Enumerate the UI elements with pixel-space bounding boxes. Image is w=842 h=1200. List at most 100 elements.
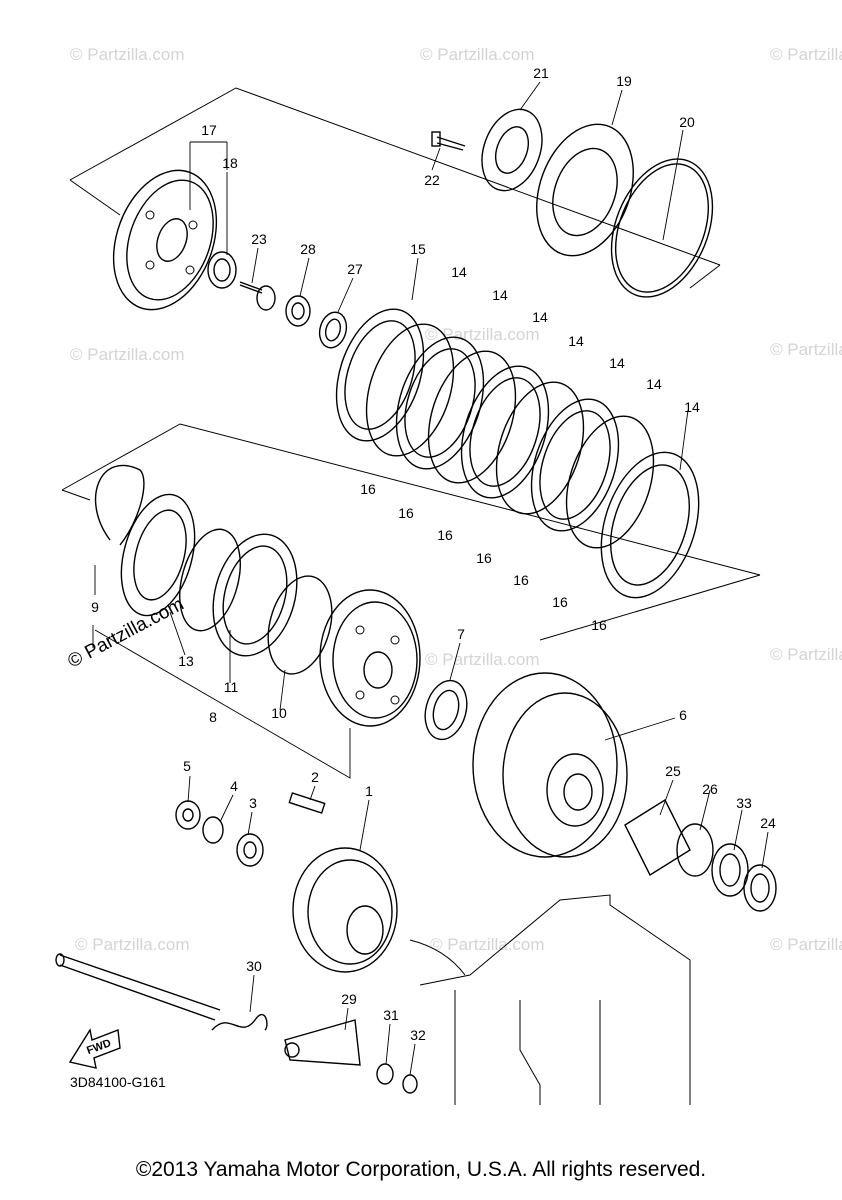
watermark: © Partzilla.com [420, 45, 535, 64]
lower-group-frame [61, 489, 91, 501]
callout-16: 16 [437, 527, 453, 543]
callout-9: 9 [91, 599, 99, 615]
diagram-code: 3D84100-G161 [70, 1074, 166, 1090]
gear-part-33 [711, 843, 749, 897]
plate-part-11 [179, 528, 298, 657]
callout-10: 10 [271, 705, 287, 721]
leader-lines [92, 81, 769, 1076]
ring-part-10 [267, 575, 333, 675]
callout-5: 5 [183, 758, 191, 774]
lock-washer-part-4 [202, 816, 224, 844]
callout-18: 18 [222, 155, 238, 171]
callout-13: 13 [178, 653, 194, 669]
fwd-label: FWD [85, 1037, 113, 1057]
nut-part-5 [175, 800, 201, 830]
bolt-part-22 [431, 131, 466, 151]
callout-14: 14 [568, 333, 584, 349]
callout-26: 26 [702, 781, 718, 797]
callout-31: 31 [383, 1007, 399, 1023]
key-part-2 [288, 792, 326, 814]
watermark: © Partzilla.com [75, 935, 190, 954]
callout-14: 14 [451, 264, 467, 280]
callout-14: 14 [609, 355, 625, 371]
bearing-part-18 [207, 251, 237, 289]
callout-19: 19 [616, 73, 632, 89]
clutch-boss [319, 589, 421, 727]
callout-14: 14 [646, 376, 662, 392]
shaft [55, 953, 221, 1021]
callout-33: 33 [736, 795, 752, 811]
washer-part-31 [376, 1063, 394, 1085]
lower-group-frame [61, 423, 761, 576]
callout-24: 24 [760, 815, 776, 831]
callout-16: 16 [552, 594, 568, 610]
watermark: © Partzilla.com [770, 935, 842, 954]
washer-part-7 [424, 679, 468, 741]
callout-29: 29 [341, 991, 357, 1007]
callout-7: 7 [457, 626, 465, 642]
bearing-part-26 [676, 823, 714, 877]
spring-part-30 [211, 1013, 268, 1031]
callout-21: 21 [533, 65, 549, 81]
washer-part-24 [743, 864, 777, 912]
nut-part-28 [285, 295, 311, 327]
watermark-bold: © Partzilla.com [64, 594, 187, 673]
callout-14: 14 [532, 309, 548, 325]
callout-6: 6 [679, 707, 687, 723]
callout-30: 30 [246, 958, 262, 974]
clutch-plate-stack [335, 308, 700, 599]
callout-16: 16 [591, 617, 607, 633]
callout-32: 32 [410, 1027, 426, 1043]
callout-2: 2 [311, 769, 319, 785]
crankcase-outline [409, 894, 691, 1105]
clutch-housing-part-6 [472, 672, 628, 858]
washer-part-27 [318, 311, 348, 349]
gear-part-1 [292, 847, 398, 973]
callout-28: 28 [300, 241, 316, 257]
watermark: © Partzilla.com [430, 935, 545, 954]
watermark: © Partzilla.com [70, 45, 185, 64]
plate-part-21 [481, 108, 543, 192]
upper-group-frame [689, 264, 721, 289]
callout-14: 14 [684, 399, 700, 415]
lever-part-29 [284, 1019, 361, 1066]
plate-part-13 [120, 493, 196, 617]
fwd-arrow-icon: FWD [68, 1028, 121, 1069]
spacer-part-25 [624, 798, 691, 877]
callout-15: 15 [410, 241, 426, 257]
watermark: © Partzilla.com [425, 325, 540, 344]
callout-14: 14 [492, 287, 508, 303]
upper-group-frame [69, 179, 121, 216]
copyright-footer: ©2013 Yamaha Motor Corporation, U.S.A. A… [135, 1158, 707, 1181]
watermark: © Partzilla.com [770, 340, 842, 359]
ring-part-20 [610, 158, 714, 298]
callout-17: 17 [201, 122, 217, 138]
callout-16: 16 [398, 505, 414, 521]
upper-group-frame [69, 87, 721, 266]
clip-part-32 [402, 1074, 418, 1094]
callout-1: 1 [365, 783, 373, 799]
push-rod-part-23 [239, 281, 276, 311]
callout-16: 16 [476, 550, 492, 566]
lower-group-frame [539, 574, 761, 641]
callout-25: 25 [665, 763, 681, 779]
watermark: © Partzilla.com [770, 45, 842, 64]
callout-4: 4 [230, 778, 238, 794]
callouts: 17 18 23 28 27 21 19 20 22 15 14 14 14 1… [91, 65, 776, 1043]
washer-part-3 [236, 833, 264, 867]
callout-16: 16 [513, 572, 529, 588]
callout-22: 22 [424, 172, 440, 188]
callout-20: 20 [679, 114, 695, 130]
clutch-exploded-diagram: © Partzilla.com © Partzilla.com © Partzi… [55, 45, 842, 1105]
watermarks: © Partzilla.com © Partzilla.com © Partzi… [64, 45, 842, 954]
callout-8: 8 [209, 709, 217, 725]
callout-11: 11 [224, 679, 239, 695]
watermark: © Partzilla.com [770, 645, 842, 664]
circlip-part-9 [94, 464, 145, 546]
watermark: © Partzilla.com [425, 650, 540, 669]
spring-plate-part-19 [536, 123, 634, 257]
callout-16: 16 [360, 481, 376, 497]
callout-3: 3 [249, 795, 257, 811]
callout-27: 27 [347, 261, 363, 277]
callout-23: 23 [251, 231, 267, 247]
